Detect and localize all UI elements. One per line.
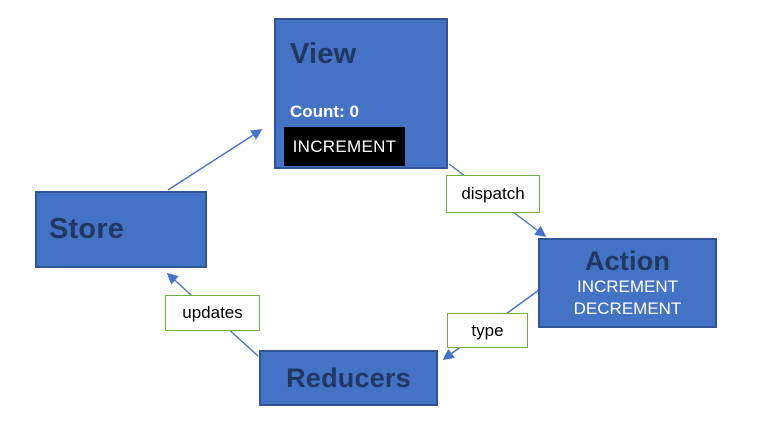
node-store-title: Store bbox=[49, 213, 125, 245]
node-store: Store bbox=[35, 191, 207, 268]
node-action: Action INCREMENT DECREMENT bbox=[538, 238, 717, 328]
action-line-increment: INCREMENT bbox=[576, 277, 679, 296]
action-line-decrement: DECREMENT bbox=[573, 299, 682, 318]
node-reducers-title: Reducers bbox=[286, 362, 411, 393]
node-view-title: View bbox=[290, 38, 357, 70]
edge-label-type: type bbox=[447, 313, 528, 348]
edge-label-dispatch: dispatch bbox=[446, 175, 540, 213]
node-action-title: Action bbox=[584, 246, 671, 276]
edge-label-updates: updates bbox=[165, 295, 260, 331]
node-reducers: Reducers bbox=[259, 350, 438, 406]
increment-button[interactable]: INCREMENT bbox=[284, 127, 405, 166]
arrow-store-to-view bbox=[167, 129, 263, 191]
node-view: View Count: 0 INCREMENT bbox=[274, 18, 448, 169]
count-text: Count: 0 bbox=[290, 102, 359, 121]
